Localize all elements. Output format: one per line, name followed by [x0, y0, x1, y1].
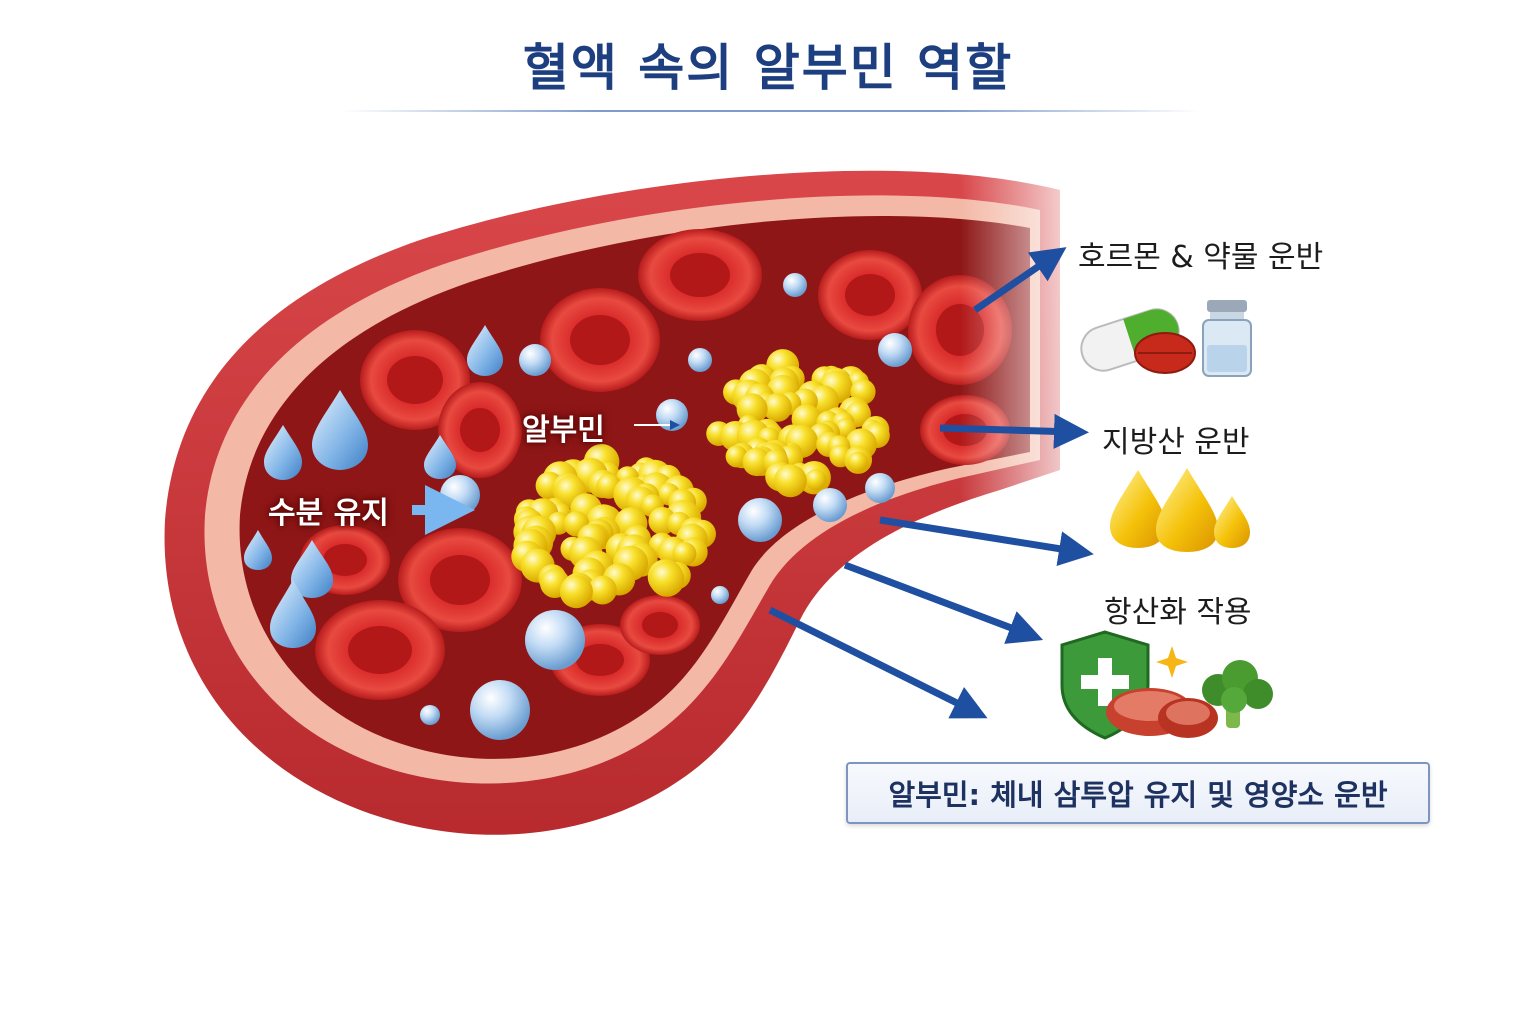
red-blood-cell	[638, 229, 762, 321]
arrow-icon	[843, 561, 1044, 644]
albumin-ball	[672, 541, 697, 566]
oil-drop-icon	[1110, 470, 1166, 548]
albumin-bubble	[688, 348, 712, 372]
albumin-bubble	[420, 705, 440, 725]
water-droplets	[244, 325, 503, 648]
albumin-bubble	[878, 333, 912, 367]
albumin-ball	[742, 447, 771, 477]
red-blood-cell	[620, 595, 700, 655]
albumin-ball	[725, 445, 748, 468]
label-albumin: 알부민	[522, 413, 605, 448]
water-drop-icon	[467, 325, 503, 376]
albumin-bubble	[656, 399, 688, 431]
arrows	[412, 247, 1094, 719]
water-drop-icon	[291, 540, 333, 598]
hormone-drug-icons	[1080, 300, 1252, 377]
arrow-icon	[939, 413, 1089, 449]
meat-icon	[1106, 688, 1218, 738]
water-drop-icon	[264, 425, 302, 480]
albumin-bubble	[525, 610, 585, 670]
summary-box: 알부민: 체내 삼투압 유지 및 영양소 운반	[846, 762, 1430, 824]
albumin-ball	[649, 561, 685, 597]
albumin-bubble	[470, 680, 530, 740]
antioxidant-icons	[1060, 630, 1273, 740]
fatty-acid-icons	[1110, 468, 1250, 552]
fade-overlay	[960, 150, 1100, 510]
red-blood-cell	[360, 330, 470, 430]
water-drop-icon	[312, 390, 368, 470]
albumin-ball	[805, 469, 827, 491]
water-drop-icon	[424, 435, 456, 479]
oil-drop-icon	[1156, 468, 1218, 552]
albumin-bubbles	[420, 273, 912, 740]
albumin-bubble	[711, 586, 729, 604]
albumin-ball	[847, 451, 869, 472]
red-blood-cell	[438, 382, 522, 478]
albumin-cluster	[706, 349, 890, 498]
arrow-icon	[973, 247, 1067, 313]
albumin-bubble	[738, 498, 782, 542]
water-drop-icon	[244, 530, 272, 570]
albumin-bubble	[813, 488, 847, 522]
albumin-bubble	[783, 273, 807, 297]
pill-icon	[1134, 332, 1196, 374]
broccoli-icon	[1202, 660, 1273, 728]
label-fatty-acid: 지방산 운반	[1102, 425, 1250, 460]
label-antioxidant: 항산화 작용	[1104, 595, 1252, 630]
red-blood-cell	[540, 288, 660, 392]
sparkle-icon	[1156, 646, 1188, 678]
red-blood-cell	[398, 528, 522, 632]
albumin-ball	[588, 575, 617, 605]
summary-text: 알부민: 체내 삼투압 유지 및 영양소 운반	[888, 778, 1388, 812]
arrow-icon	[879, 516, 1094, 566]
water-drop-icon	[270, 580, 316, 648]
albumin-bubble	[519, 344, 551, 376]
page-title: 혈액 속의 알부민 역할	[522, 39, 1014, 97]
albumin-ball	[559, 575, 593, 609]
oil-drop-icon	[1214, 496, 1250, 548]
title-divider	[340, 110, 1200, 112]
arrow-icon	[768, 606, 988, 719]
label-hormone-drug: 호르몬 & 약물 운반	[1078, 240, 1324, 275]
albumin-ball	[763, 393, 792, 422]
red-blood-cell	[818, 250, 922, 340]
albumin-cluster	[511, 444, 716, 609]
vial-icon	[1202, 300, 1252, 377]
albumin-bubble	[865, 473, 895, 503]
label-water: 수분 유지	[268, 496, 389, 531]
albumin-ball	[774, 464, 807, 498]
red-blood-cell	[315, 600, 445, 700]
